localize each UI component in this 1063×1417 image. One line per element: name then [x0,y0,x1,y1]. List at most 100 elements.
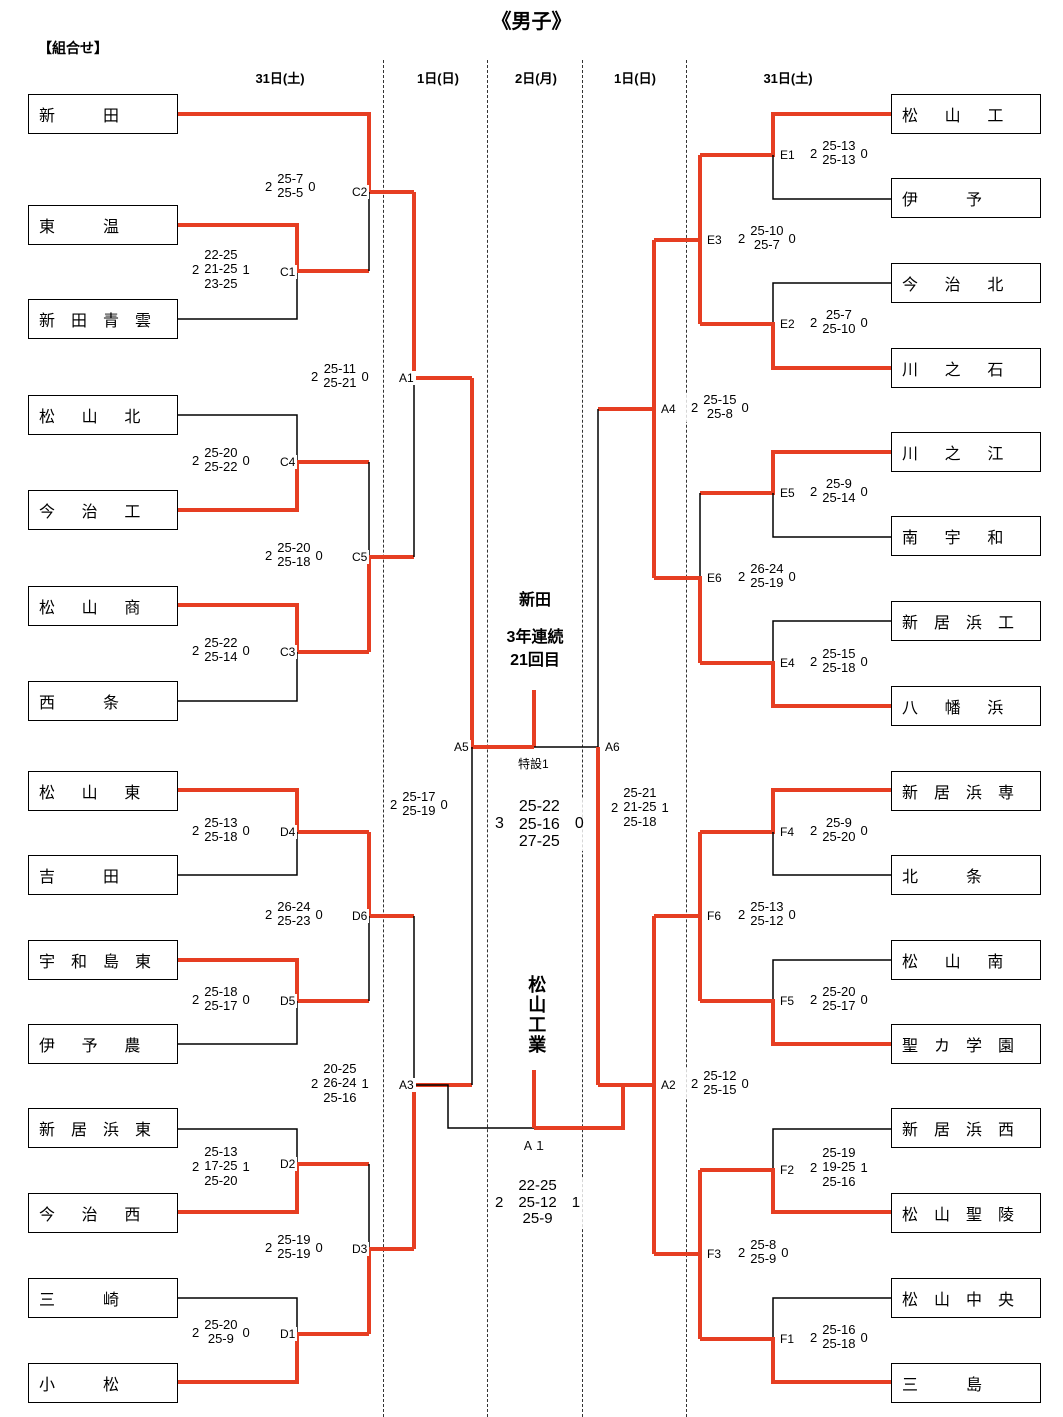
runner-up-text: 松山工業 [526,975,547,1055]
team-left-2: 新田青雲 [28,299,178,339]
section-title: 【組合せ】 [38,40,108,56]
date-header-2: 1日(日) [417,71,459,86]
winner-info: 新田 3年連続 21回目 [506,592,564,669]
team-right-0: 松山工 [891,94,1041,134]
label-D3: D3 [350,1242,370,1256]
label-F5: F5 [778,994,797,1008]
team-left-3: 松山北 [28,395,178,435]
team-left-0: 新田 [28,94,178,134]
label-F6: F6 [705,909,724,923]
label-E4: E4 [778,656,797,670]
label-D6: D6 [350,909,370,923]
label-F2: F2 [778,1163,797,1177]
label-C1: C1 [278,265,298,279]
main-title: 《男子》 [491,11,572,33]
date-header-5: 31日(土) [763,71,813,86]
team-right-4: 川之江 [891,432,1041,472]
team-left-9: 宇和島東 [28,940,178,980]
team-left-13: 三崎 [28,1278,178,1318]
team-left-1: 東温 [28,205,178,245]
team-right-15: 三島 [891,1363,1041,1403]
label-E6: E6 [705,571,724,585]
team-left-14: 小松 [28,1363,178,1403]
team-right-13: 松山聖陵 [891,1193,1041,1233]
team-left-5: 松山商 [28,586,178,626]
team-right-10: 松山南 [891,940,1041,980]
date-header-1: 31日(土) [255,71,305,86]
team-right-14: 松山中央 [891,1278,1041,1318]
label-C4: C4 [278,455,298,469]
team-right-7: 八幡浜 [891,686,1041,726]
team-left-4: 今治工 [28,490,178,530]
label-A3: A3 [397,1078,416,1092]
date-header-4: 1日(日) [614,71,656,86]
team-left-6: 西条 [28,681,178,721]
team-left-10: 伊予農 [28,1024,178,1064]
label-Final: 特設1 [516,755,551,772]
label-C5: C5 [350,550,370,564]
label-A2: A2 [659,1078,678,1092]
label-E3: E3 [705,233,724,247]
label-F3: F3 [705,1247,724,1261]
team-right-12: 新居浜西 [891,1108,1041,1148]
team-left-11: 新居浜東 [28,1108,178,1148]
label-Third: Ａ１ [520,1137,549,1154]
label-A1: A1 [397,371,416,385]
label-A5: A5 [452,740,471,754]
label-A6: A6 [603,740,622,754]
label-D5: D5 [278,994,298,1008]
label-C2: C2 [350,185,370,199]
team-left-7: 松山東 [28,771,178,811]
label-D1: D1 [278,1327,298,1341]
team-right-11: 聖カ学園 [891,1024,1041,1064]
team-right-6: 新居浜工 [891,601,1041,641]
team-right-8: 新居浜専 [891,771,1041,811]
team-right-1: 伊予 [891,178,1041,218]
team-right-9: 北条 [891,855,1041,895]
team-left-8: 吉田 [28,855,178,895]
team-right-5: 南宇和 [891,516,1041,556]
label-E1: E1 [778,148,797,162]
label-D2: D2 [278,1157,298,1171]
label-E2: E2 [778,317,797,331]
team-left-12: 今治西 [28,1193,178,1233]
label-E5: E5 [778,486,797,500]
label-D4: D4 [278,825,298,839]
team-right-3: 川之石 [891,348,1041,388]
label-F4: F4 [778,825,797,839]
date-header-3: 2日(月) [515,71,557,86]
label-A4: A4 [659,402,678,416]
team-right-2: 今治北 [891,263,1041,303]
